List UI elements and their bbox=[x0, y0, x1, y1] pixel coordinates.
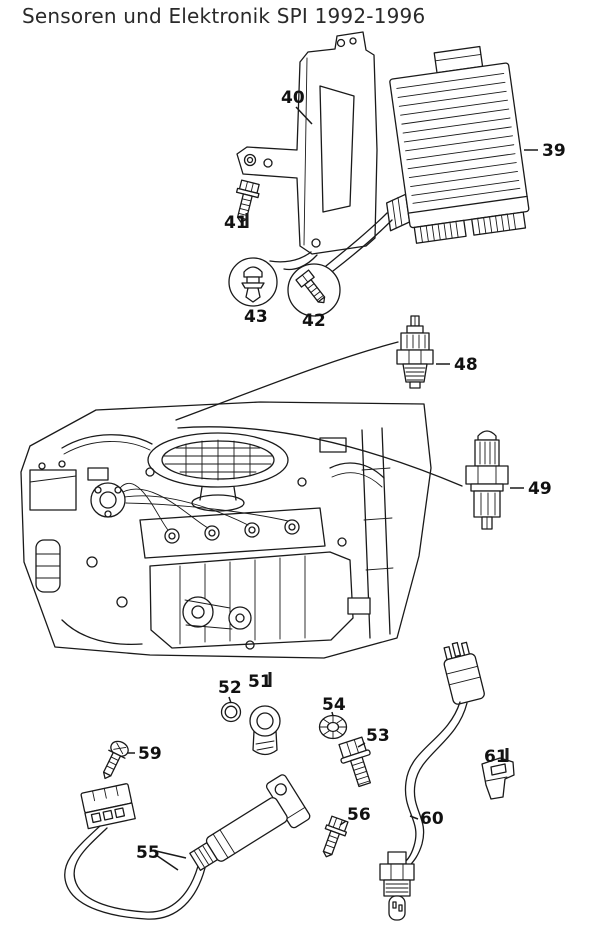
temp-sensor-part-49: 49 bbox=[465, 430, 552, 530]
callout-49: 49 bbox=[528, 479, 552, 499]
callout-59: 59 bbox=[138, 744, 162, 764]
harness-cables bbox=[175, 341, 463, 487]
screw-detail-circle-42: 42 bbox=[287, 263, 341, 331]
callout-54: 54 bbox=[322, 695, 346, 715]
callout-48: 48 bbox=[454, 355, 478, 375]
grommet-detail-circle-43: 43 bbox=[228, 257, 278, 327]
callout-55: 55 bbox=[136, 843, 160, 863]
crank-sensor-part-55: 55 bbox=[64, 774, 311, 920]
callout-61: 61 bbox=[484, 747, 508, 767]
engine-bay-illustration bbox=[20, 401, 432, 659]
callout-39: 39 bbox=[542, 141, 566, 161]
callout-53: 53 bbox=[366, 726, 390, 746]
clip-part-61: 61 bbox=[481, 747, 515, 800]
screw-part-41: 41 bbox=[224, 179, 260, 233]
page-title: Sensoren und Elektronik SPI 1992-1996 bbox=[22, 4, 426, 28]
temp-switch-part-48: 48 bbox=[396, 315, 478, 389]
callout-52: 52 bbox=[218, 678, 242, 698]
ecu-part-39: 39 bbox=[385, 45, 566, 244]
bracket-part-40: 40 bbox=[236, 31, 378, 255]
callout-40: 40 bbox=[281, 88, 305, 108]
screw-part-59: 59 bbox=[102, 740, 162, 780]
callout-42: 42 bbox=[302, 311, 326, 331]
tdc-sensor-part-51: 51 bbox=[248, 672, 281, 756]
callout-51: 51 bbox=[248, 672, 272, 692]
callout-60: 60 bbox=[420, 809, 444, 829]
callout-41: 41 bbox=[224, 213, 248, 233]
callout-43: 43 bbox=[244, 307, 268, 327]
washer-part-54: 54 bbox=[318, 695, 348, 740]
lambda-sensor-part-60: 60 bbox=[379, 641, 485, 921]
oring-part-52: 52 bbox=[218, 678, 242, 723]
ecu-mount-wires bbox=[269, 212, 393, 272]
screw-part-56: 56 bbox=[322, 805, 371, 858]
bolt-part-53: 53 bbox=[338, 726, 390, 788]
callout-56: 56 bbox=[347, 805, 371, 825]
